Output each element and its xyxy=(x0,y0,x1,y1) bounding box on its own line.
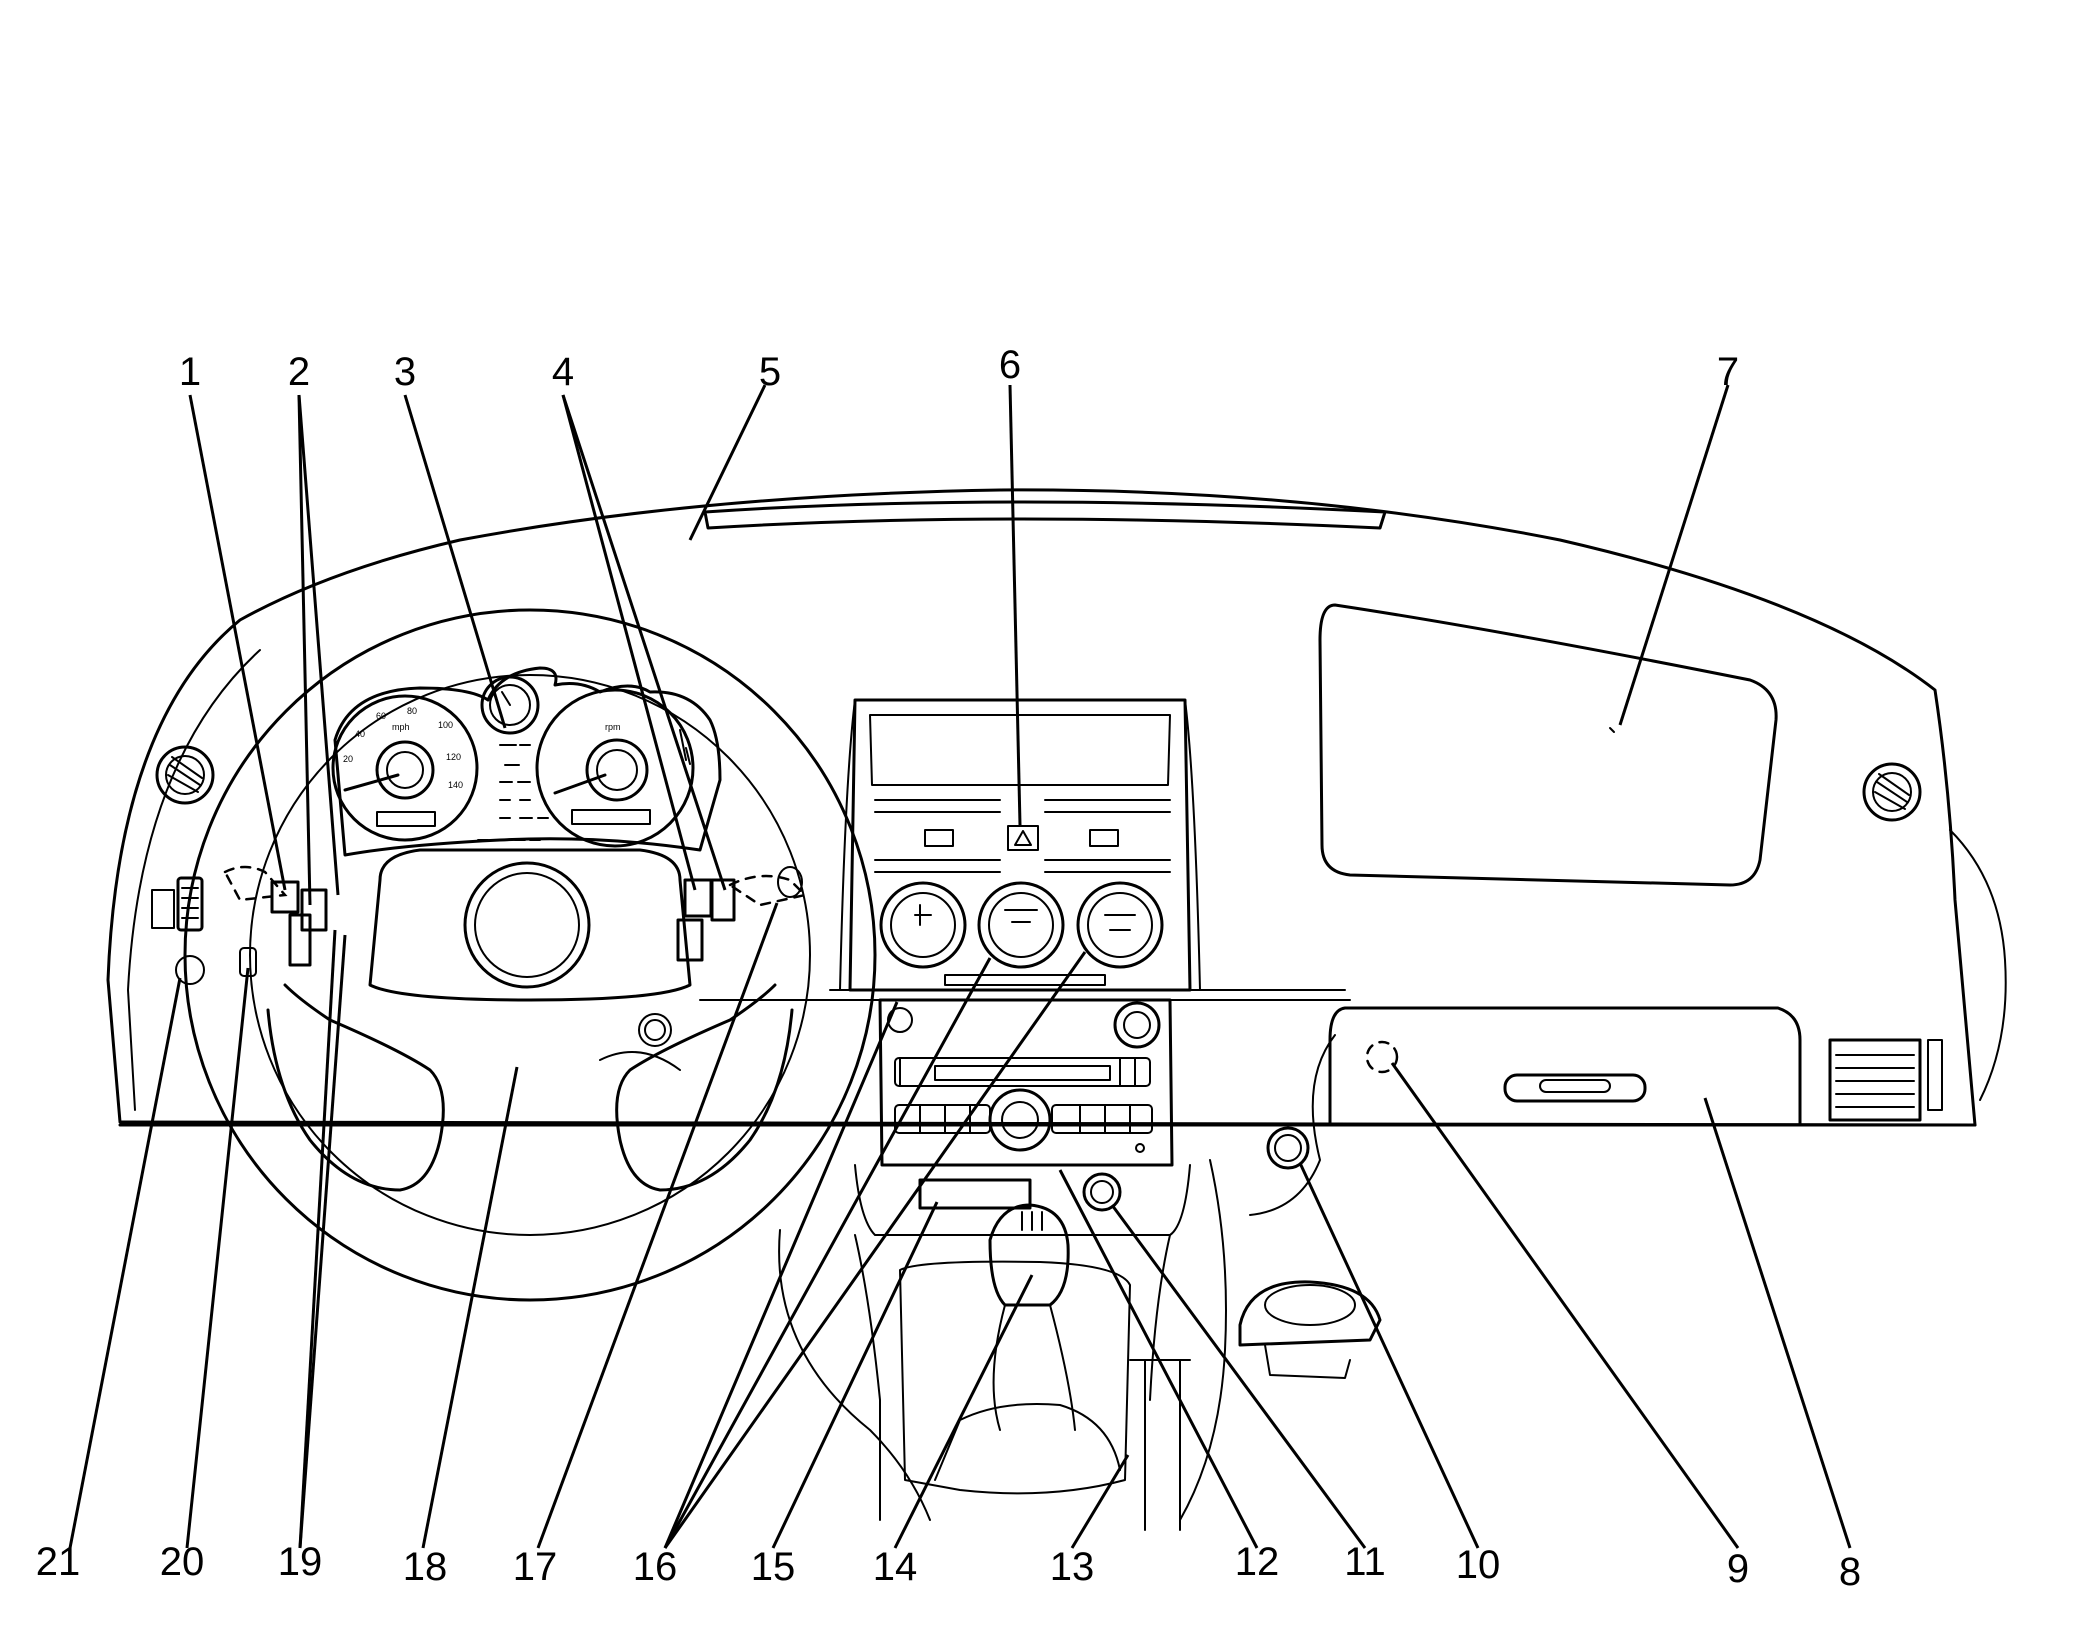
warning-indicators xyxy=(477,744,549,841)
callout-5: 5 xyxy=(759,350,781,394)
left-outboard-vent xyxy=(155,745,215,805)
storage-bin xyxy=(918,1178,1032,1210)
instrument-panel-outline xyxy=(106,488,2007,1127)
callout-15: 15 xyxy=(751,1545,796,1589)
speedometer-tick: 100 xyxy=(438,720,453,730)
callout-8: 8 xyxy=(1839,1550,1861,1594)
hvac-control-knob[interactable] xyxy=(879,881,967,969)
speedometer-tick: 80 xyxy=(407,706,417,716)
callout-4: 4 xyxy=(552,350,574,394)
callout-18: 18 xyxy=(403,1545,448,1589)
defroster-vent xyxy=(703,500,1387,530)
speedometer-tick: 40 xyxy=(355,729,365,739)
callout-10: 10 xyxy=(1456,1543,1501,1587)
horn-pad xyxy=(463,861,591,989)
center-vent-right xyxy=(1044,799,1171,873)
callout-21: 21 xyxy=(36,1540,81,1584)
glovebox xyxy=(1249,1006,1802,1216)
callout-6: 6 xyxy=(999,343,1021,387)
callout-11: 11 xyxy=(1344,1540,1386,1584)
instrument-panel-cover-switch xyxy=(1266,1126,1310,1170)
right-outboard-vent xyxy=(1862,762,1922,822)
speedometer: mph 20 40 60 80 100 120 140 xyxy=(331,694,479,842)
hvac-control-knob[interactable] xyxy=(1076,881,1164,969)
callout-7: 7 xyxy=(1717,350,1739,394)
speedometer-tick: 20 xyxy=(343,754,353,764)
radio[interactable] xyxy=(878,998,1174,1167)
callout-16: 16 xyxy=(633,1545,678,1589)
floor-console xyxy=(778,1159,1227,1531)
passenger-airbag-indicator xyxy=(1365,1040,1399,1074)
callout-13: 13 xyxy=(1050,1545,1095,1589)
instrument-cluster: mph 20 40 60 80 100 120 140 rpm xyxy=(331,666,722,857)
steering-wheel xyxy=(183,608,877,1302)
cup-holder xyxy=(1238,1280,1382,1379)
callout-20: 20 xyxy=(160,1540,205,1584)
headlamp-switch xyxy=(151,876,204,932)
speedometer-tick: 140 xyxy=(448,780,463,790)
callout-14: 14 xyxy=(873,1545,918,1589)
center-stack xyxy=(839,698,1201,1236)
accessory-power-outlet xyxy=(1082,1172,1122,1212)
tachometer-unit: rpm xyxy=(605,722,621,732)
callout-3: 3 xyxy=(394,350,416,394)
turn-signal-stalk xyxy=(223,865,328,967)
speedometer-tick: 60 xyxy=(376,711,386,721)
passenger-airbag-door xyxy=(1318,603,1778,887)
shift-knob xyxy=(988,1203,1076,1431)
center-vent-left xyxy=(874,799,1001,873)
callout-labels: 1 2 3 4 5 6 7 8 9 10 11 12 13 14 15 16 1… xyxy=(36,343,1861,1594)
right-side-vent xyxy=(1828,1038,1943,1122)
callout-9: 9 xyxy=(1727,1547,1749,1591)
callout-1: 1 xyxy=(179,350,201,394)
callout-17: 17 xyxy=(513,1545,558,1589)
callout-2: 2 xyxy=(288,350,310,394)
hvac-control-knob[interactable] xyxy=(977,881,1065,969)
wiper-stalk xyxy=(676,866,808,962)
speedometer-tick: 120 xyxy=(446,752,461,762)
leader-lines xyxy=(68,384,1852,1549)
fuel-gauge xyxy=(480,675,540,735)
dimmer-switch xyxy=(175,955,205,985)
callout-19: 19 xyxy=(278,1540,323,1584)
speedometer-unit: mph xyxy=(392,722,410,732)
hazard-switch[interactable] xyxy=(1007,825,1039,851)
callout-12: 12 xyxy=(1235,1540,1280,1584)
tachometer: rpm xyxy=(535,688,695,848)
